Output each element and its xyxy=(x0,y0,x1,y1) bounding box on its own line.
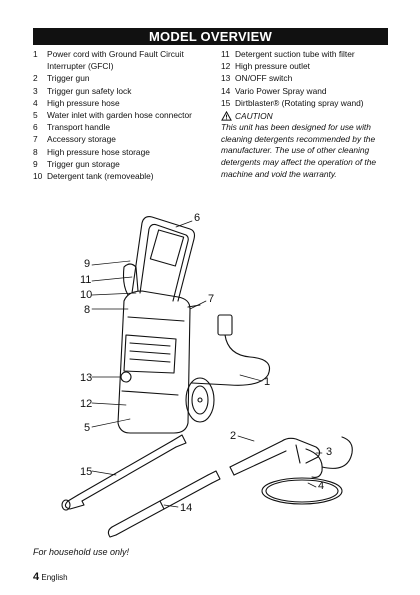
page-footer: 4 English xyxy=(33,571,68,583)
item-label: Detergent tank (removeable) xyxy=(47,171,154,182)
trigger-gun-drawing xyxy=(229,437,323,478)
list-item: 2 Trigger gun xyxy=(33,72,211,84)
item-number: 7 xyxy=(33,134,38,145)
list-item: 4 High pressure hose xyxy=(33,97,211,109)
item-number: 4 xyxy=(33,97,38,108)
callout-leader-lines xyxy=(91,220,323,508)
list-item: 13 ON/OFF switch xyxy=(221,72,393,84)
callout-label: 7 xyxy=(208,293,214,305)
list-item: 11 Detergent suction tube with filter xyxy=(221,48,393,60)
callout-label: 14 xyxy=(180,502,192,514)
list-item: 14 Vario Power Spray wand xyxy=(221,85,393,97)
callout-label: 8 xyxy=(84,304,90,316)
callout-label: 12 xyxy=(80,398,92,410)
item-label: Trigger gun xyxy=(47,73,90,84)
list-item: 15 Dirtblaster® (Rotating spray wand) xyxy=(221,97,393,109)
item-label: Accessory storage xyxy=(47,134,116,145)
item-number: 11 xyxy=(221,49,230,59)
item-number: 14 xyxy=(221,85,231,96)
list-item: 5 Water inlet with garden hose connector xyxy=(33,109,211,121)
page-number: 4 xyxy=(33,571,40,583)
household-use-note: For household use only! xyxy=(33,547,130,557)
callout-label: 6 xyxy=(194,212,200,224)
section-title: MODEL OVERVIEW xyxy=(33,28,388,45)
list-item: 12 High pressure outlet xyxy=(221,60,393,72)
list-item: 3 Trigger gun safety lock xyxy=(33,85,211,97)
item-number: 10 xyxy=(33,171,43,182)
item-number: 3 xyxy=(33,85,38,96)
list-item: 8 High pressure hose storage xyxy=(33,146,211,158)
callout-label: 9 xyxy=(84,258,90,270)
vario-wand-drawing xyxy=(107,470,221,538)
wheel-drawing xyxy=(185,377,215,423)
callout-label: 15 xyxy=(80,466,92,478)
item-label: Power cord with Ground Fault Circuit Int… xyxy=(47,49,184,72)
list-item: 6 Transport handle xyxy=(33,121,211,133)
callout-label: 1 xyxy=(264,376,270,388)
item-label: Dirtblaster® (Rotating spray wand) xyxy=(235,97,364,108)
callout-label: 11 xyxy=(80,274,91,286)
item-label: Vario Power Spray wand xyxy=(235,85,327,96)
parts-list-right: 11 Detergent suction tube with filter 12 H… xyxy=(221,48,393,180)
callout-label: 3 xyxy=(326,446,332,458)
callout-label: 13 xyxy=(80,372,92,384)
item-number: 13 xyxy=(221,73,231,84)
callout-label: 2 xyxy=(230,430,236,442)
caution-label: CAUTION xyxy=(235,111,273,122)
caution-heading: CAUTION xyxy=(221,110,393,122)
item-label: ON/OFF switch xyxy=(235,73,293,84)
callout-label: 4 xyxy=(318,480,324,492)
item-label: High pressure hose storage xyxy=(47,146,150,157)
callout-label: 10 xyxy=(80,289,92,301)
item-number: 9 xyxy=(33,158,38,169)
item-number: 2 xyxy=(33,73,38,84)
transport-handle-drawing xyxy=(131,216,196,302)
caution-text: This unit has been designed for use with… xyxy=(221,122,377,179)
list-item: 1 Power cord with Ground Fault Circuit In… xyxy=(33,48,211,72)
item-number: 8 xyxy=(33,146,38,157)
item-label: High pressure hose xyxy=(47,97,120,108)
list-item: 9 Trigger gun storage xyxy=(33,158,211,170)
page-language: English xyxy=(41,573,68,582)
item-label: Water inlet with garden hose connector xyxy=(47,110,192,121)
item-number: 12 xyxy=(221,61,231,72)
item-number: 5 xyxy=(33,110,38,121)
dirtblaster-wand-drawing xyxy=(61,434,187,511)
item-label: Trigger gun safety lock xyxy=(47,85,132,96)
item-label: High pressure outlet xyxy=(235,61,310,72)
item-number: 15 xyxy=(221,97,231,108)
power-cord-drawing xyxy=(187,304,271,386)
parts-list-left: 1 Power cord with Ground Fault Circuit In… xyxy=(33,48,211,182)
list-item: 7 Accessory storage xyxy=(33,133,211,145)
callout-label: 5 xyxy=(84,422,90,434)
item-number: 6 xyxy=(33,122,38,133)
pressure-washer-illustration: 6 9 11 10 8 7 1 13 12 5 2 3 4 15 14 xyxy=(61,212,353,538)
machine-body-drawing xyxy=(117,263,191,434)
item-label: Transport handle xyxy=(47,122,111,133)
item-label: Trigger gun storage xyxy=(47,158,120,169)
item-number: 1 xyxy=(33,49,38,59)
hose-drawing xyxy=(261,436,353,505)
warning-icon xyxy=(221,111,232,121)
list-item: 10 Detergent tank (removeable) xyxy=(33,170,211,182)
item-label: Detergent suction tube with filter xyxy=(235,49,355,59)
